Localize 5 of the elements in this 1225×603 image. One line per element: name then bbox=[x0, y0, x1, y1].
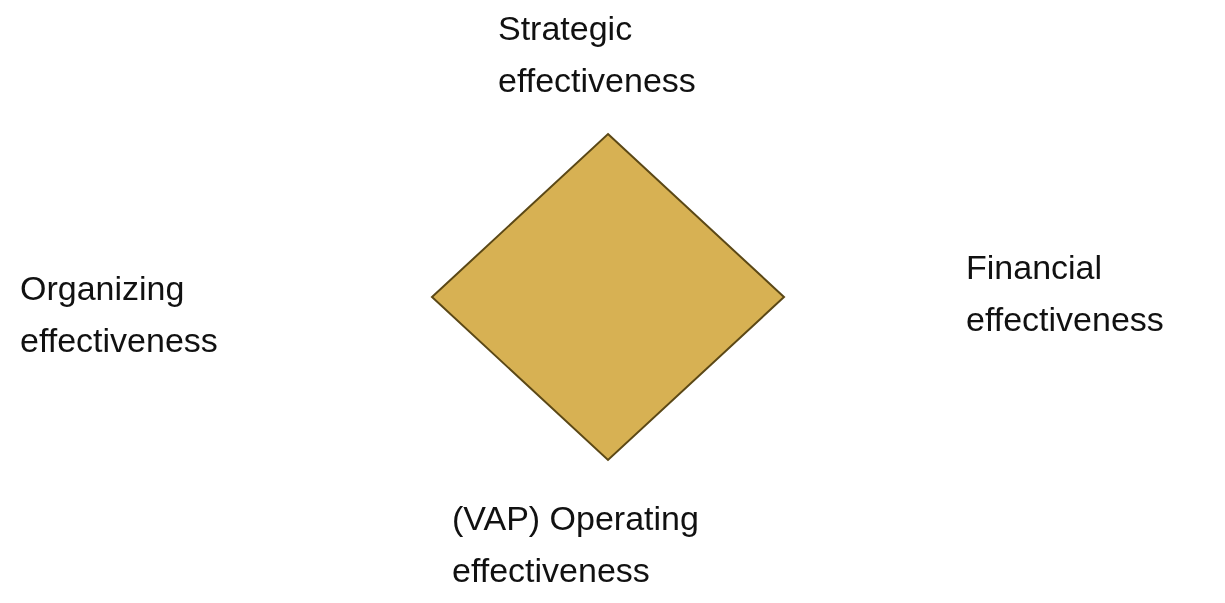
corner-label: Financial effectiveness bbox=[966, 247, 1165, 340]
corner-label: Organizing effectiveness bbox=[20, 268, 219, 361]
corner-label: (VAP) Operating effectiveness bbox=[452, 498, 700, 591]
corner-label: Strategic effectiveness bbox=[498, 8, 697, 101]
diamond-shape bbox=[430, 132, 786, 462]
